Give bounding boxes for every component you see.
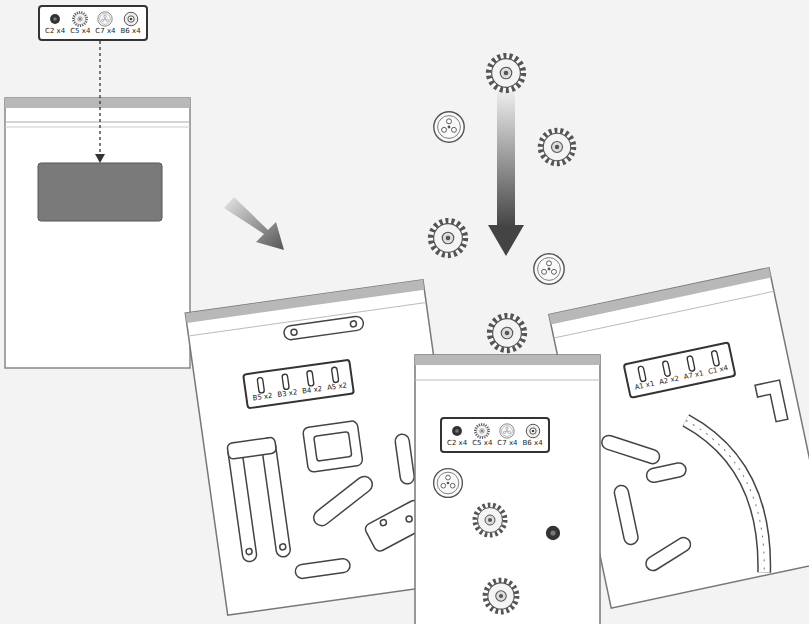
- falling-gears: [431, 56, 574, 351]
- part-icon: [448, 422, 466, 440]
- part-icon: [71, 10, 89, 28]
- part-icon: [96, 10, 114, 28]
- part-cell: C2 x4: [447, 422, 467, 448]
- part-count: A7 x1: [683, 370, 704, 382]
- part-icon: [473, 422, 491, 440]
- part-count: B3 x2: [277, 389, 298, 399]
- diagonal-arrow: [224, 197, 284, 250]
- parts-label-box: C2 x4 C5 x4 C7 x4 B6 x4: [38, 5, 148, 41]
- part-cell: B3 x2: [275, 371, 298, 399]
- part-count: A2 x2: [659, 375, 680, 387]
- gear-bag: [415, 355, 600, 624]
- part-cell: B4 x2: [299, 368, 322, 396]
- part-icon: [524, 422, 542, 440]
- part-count: C5 x4: [472, 440, 492, 448]
- part-count: B5 x2: [252, 393, 273, 403]
- part-count: C2 x4: [45, 28, 65, 36]
- part-count: C7 x4: [95, 28, 115, 36]
- part-count: C1 x4: [708, 365, 729, 377]
- part-icon: [46, 10, 64, 28]
- part-cell: A1 x1: [630, 363, 655, 392]
- part-cell: C1 x4: [704, 347, 729, 376]
- part-count: A1 x1: [634, 381, 655, 393]
- part-cell: B6 x4: [121, 10, 141, 36]
- part-count: A5 x2: [327, 382, 348, 392]
- part-count: B6 x4: [523, 440, 543, 448]
- part-count: C5 x4: [70, 28, 90, 36]
- part-cell: A5 x2: [324, 364, 347, 392]
- part-count: B6 x4: [121, 28, 141, 36]
- part-icon: [122, 10, 140, 28]
- part-cell: C2 x4: [45, 10, 65, 36]
- part-cell: C5 x4: [70, 10, 90, 36]
- parts-label-box: C2 x4 C5 x4 C7 x4 B6 x4: [440, 417, 550, 453]
- empty-bag: [5, 98, 190, 368]
- part-cell: B5 x2: [250, 375, 273, 403]
- part-cell: A2 x2: [655, 358, 680, 387]
- part-cell: A7 x1: [679, 353, 704, 382]
- part-count: C2 x4: [447, 440, 467, 448]
- part-cell: C7 x4: [95, 10, 115, 36]
- part-count: C7 x4: [497, 440, 517, 448]
- part-icon: [498, 422, 516, 440]
- part-cell: B6 x4: [523, 422, 543, 448]
- part-count: B4 x2: [302, 386, 323, 396]
- dotted-arrow: [95, 41, 105, 163]
- part-cell: C7 x4: [497, 422, 517, 448]
- down-arrow: [488, 92, 524, 256]
- part-cell: C5 x4: [472, 422, 492, 448]
